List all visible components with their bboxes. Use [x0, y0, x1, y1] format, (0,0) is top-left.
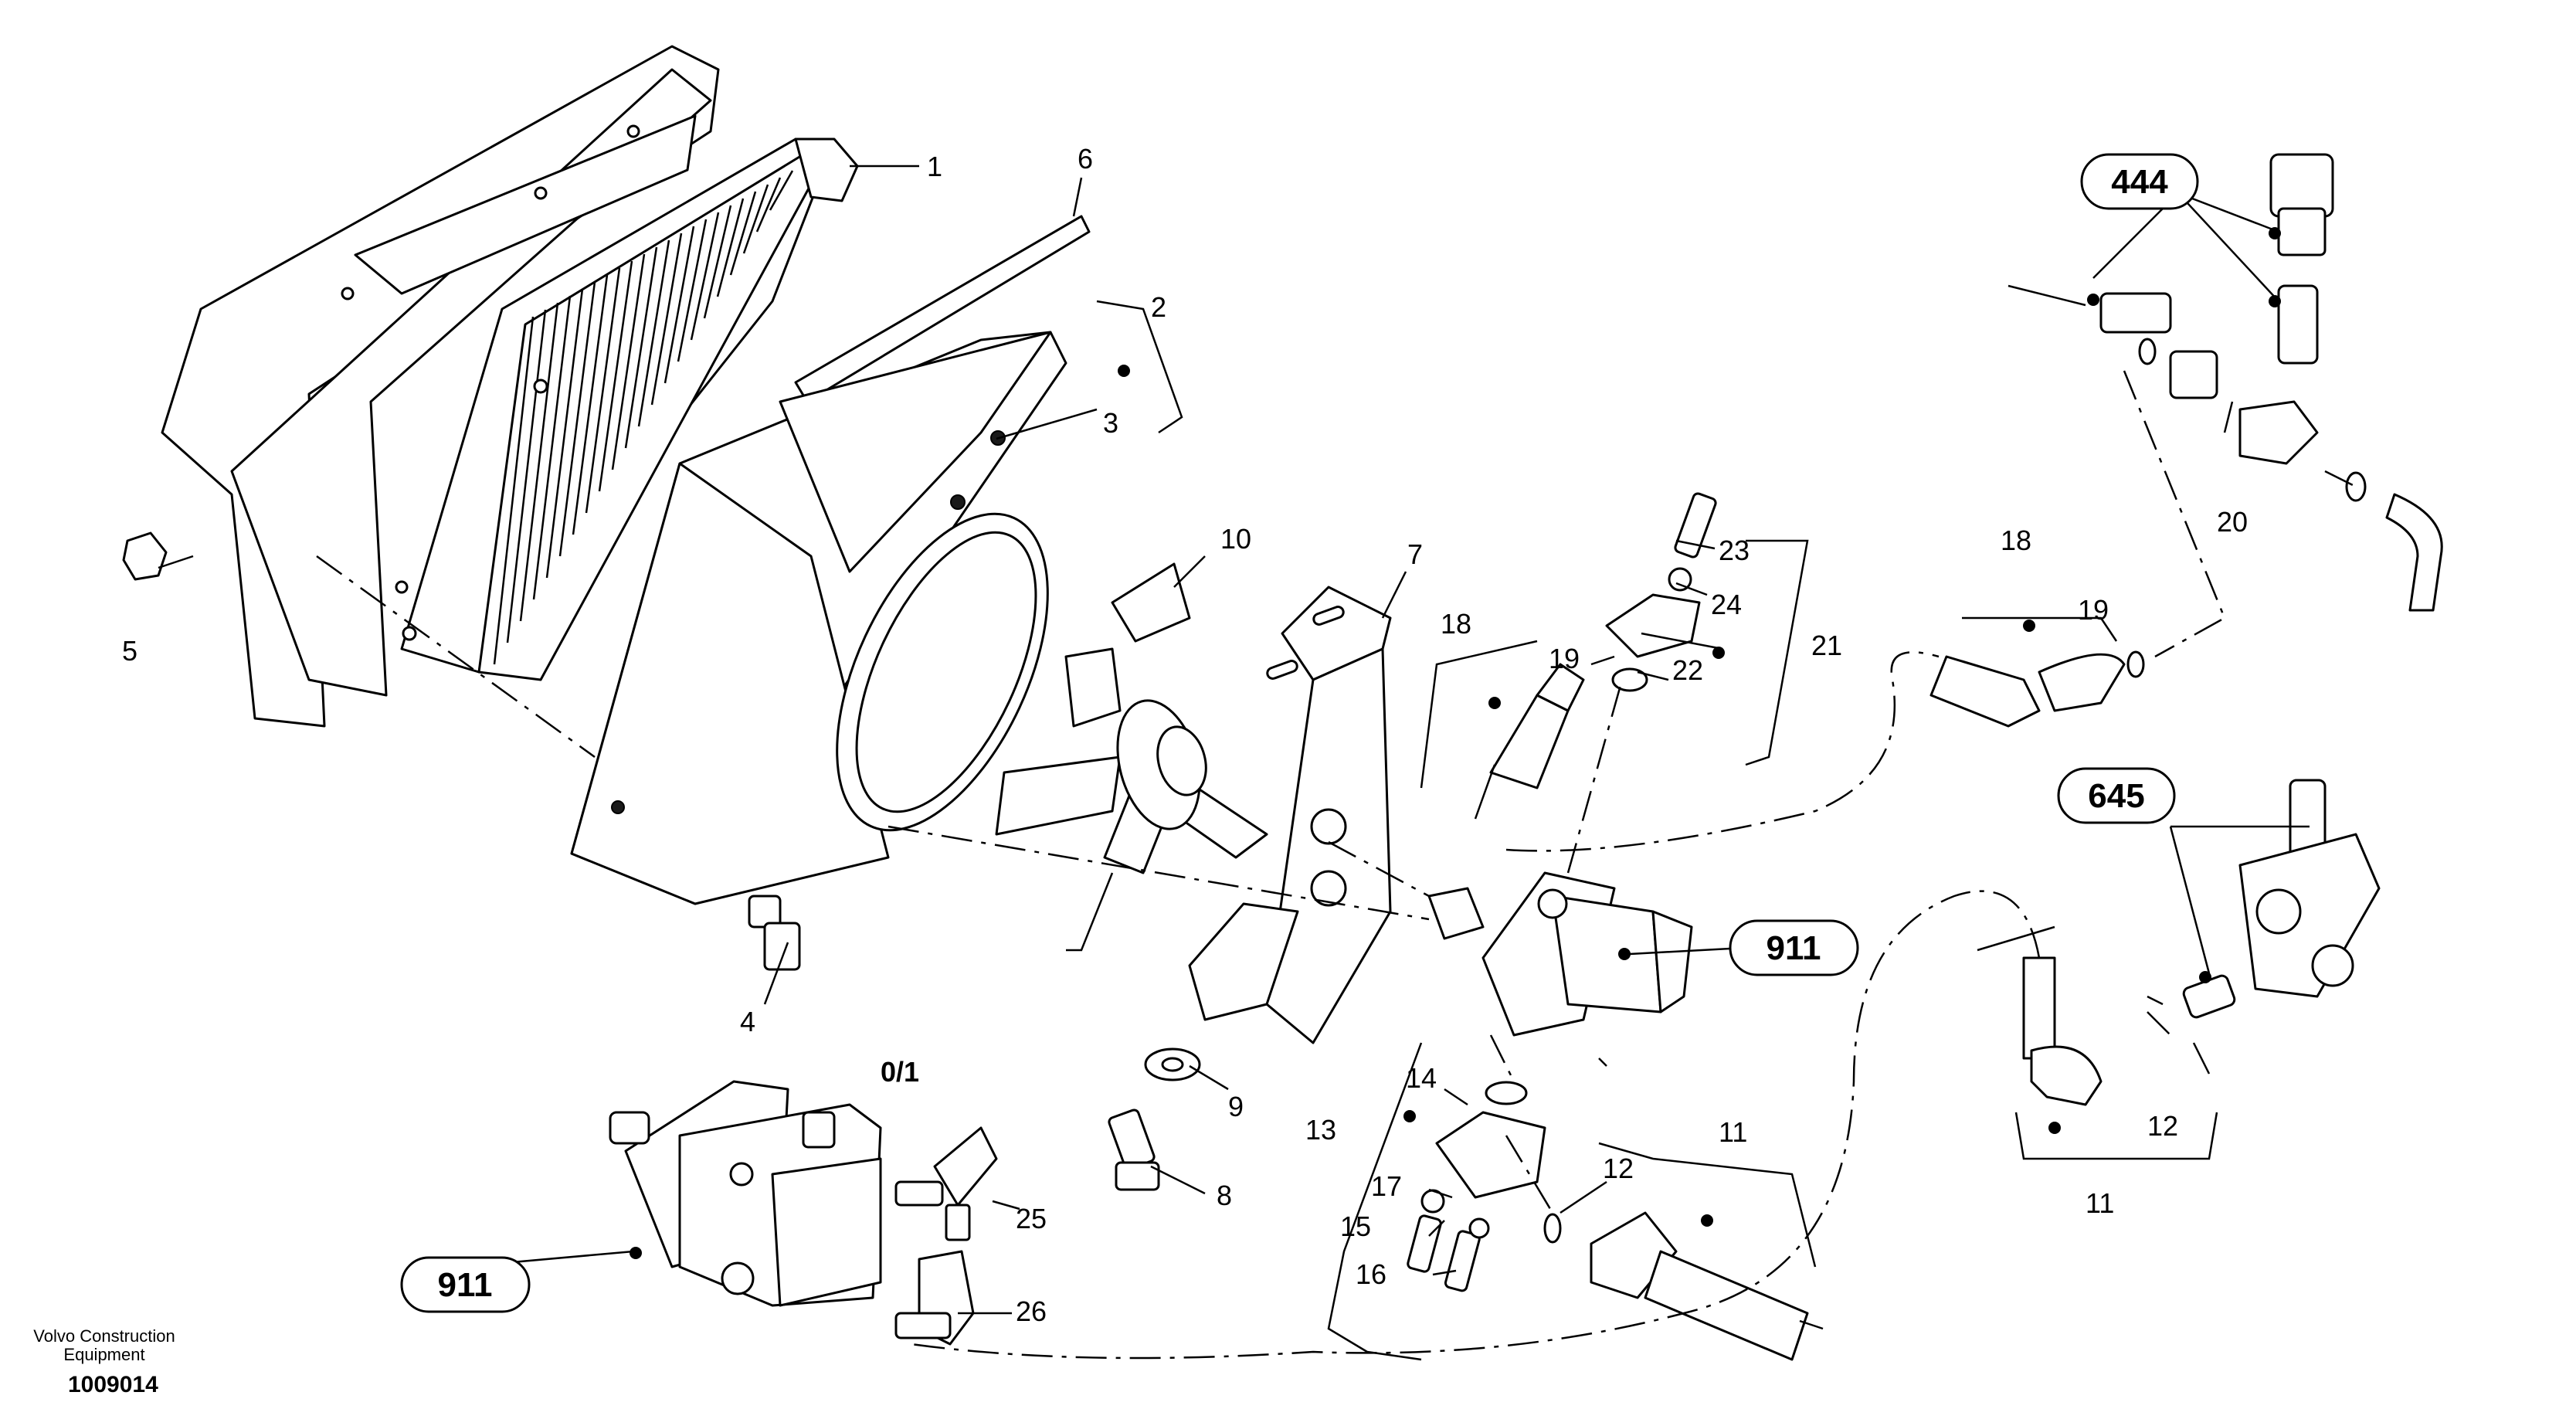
part-labels: 1 6 2 3 10 7 5 4 9 8 18 19 23 24 21 22 1… — [122, 143, 2248, 1327]
cooler-fin — [519, 302, 559, 622]
cooler-fin — [703, 205, 732, 319]
cooler-fin — [558, 281, 596, 557]
ref-645: 645 — [2057, 767, 2176, 824]
label-21: 21 — [1811, 630, 1842, 661]
fitting-group-21 — [1605, 492, 1717, 692]
cooler-fin — [572, 274, 609, 535]
leader-lines — [158, 165, 2310, 1330]
bolt-4 — [748, 895, 801, 971]
label-25: 25 — [1016, 1203, 1047, 1234]
fitting-25 — [894, 1126, 998, 1241]
fitting-group-444 — [2008, 153, 2443, 612]
label-16: 16 — [1356, 1258, 1386, 1290]
cooler-fin — [729, 191, 757, 276]
cooler-fin — [742, 184, 769, 254]
bolt-8 — [1108, 1109, 1160, 1191]
ref-911-upper: 911 — [1729, 919, 1859, 976]
label-17: 17 — [1371, 1170, 1402, 1202]
label-1: 1 — [927, 151, 942, 182]
label-12-center: 12 — [1603, 1153, 1634, 1184]
label-19-right: 19 — [2078, 594, 2109, 626]
company-line-1: Volvo Construction — [33, 1326, 175, 1346]
cooler-fin — [677, 219, 708, 362]
hydraulic-pump-lower — [609, 1080, 882, 1307]
cooler-fin — [664, 226, 695, 384]
leader-dots — [630, 227, 2281, 1259]
cooler-fin — [611, 253, 646, 470]
label-5: 5 — [122, 635, 137, 667]
label-7: 7 — [1407, 538, 1423, 570]
cooler-fin — [690, 212, 720, 341]
hose-assembly-11 — [1590, 1211, 1809, 1361]
ref-444: 444 — [2080, 153, 2199, 210]
label-2: 2 — [1151, 291, 1166, 323]
cooler-fin — [598, 260, 633, 492]
hose-assembly-18-right — [1929, 650, 2145, 728]
label-13: 13 — [1305, 1114, 1336, 1146]
cooler-fin — [506, 309, 547, 643]
label-4: 4 — [740, 1006, 755, 1037]
cooler-fin — [637, 239, 670, 427]
variant-label: 0/1 — [881, 1056, 919, 1088]
label-10: 10 — [1220, 523, 1251, 555]
label-11-right: 11 — [2086, 1187, 2114, 1219]
label-20: 20 — [2217, 506, 2248, 538]
label-8: 8 — [1217, 1180, 1232, 1211]
fitting-group-645 — [2022, 779, 2381, 1106]
fitting-26 — [894, 1250, 975, 1346]
cooler-fin — [755, 177, 782, 233]
nut-5 — [122, 531, 168, 581]
svg-text:444: 444 — [2111, 163, 2168, 201]
pump-bracket — [1188, 586, 1392, 1044]
routing-lines — [316, 370, 2357, 1360]
label-15: 15 — [1340, 1210, 1371, 1242]
label-19-left: 19 — [1549, 643, 1580, 674]
cooler-fin — [769, 170, 794, 211]
frame-housing — [161, 45, 720, 728]
company-name: Volvo Construction Equipment — [31, 1327, 178, 1364]
svg-text:645: 645 — [2088, 777, 2144, 815]
group-brackets — [1066, 300, 2218, 1361]
washer-9 — [1144, 1047, 1201, 1081]
ref-911-lower: 911 — [400, 1256, 531, 1313]
label-18-right: 18 — [2001, 525, 2031, 556]
label-11-center: 11 — [1719, 1116, 1747, 1148]
label-12-right: 12 — [2147, 1110, 2178, 1142]
label-18-left: 18 — [1441, 608, 1471, 640]
fan — [995, 562, 1268, 874]
cooler-fin — [716, 198, 745, 297]
label-3: 3 — [1103, 407, 1118, 439]
svg-text:911: 911 — [438, 1266, 493, 1304]
drawing-id: 1009014 — [68, 1372, 158, 1397]
label-26: 26 — [1016, 1295, 1047, 1327]
cooler-fin — [532, 295, 572, 600]
cooler-fin — [624, 246, 658, 449]
label-22: 22 — [1672, 654, 1703, 686]
cooler-fin — [585, 267, 621, 514]
svg-text:911: 911 — [1767, 929, 1821, 967]
cooler-fin — [545, 288, 584, 579]
label-14: 14 — [1406, 1062, 1437, 1094]
oil-cooler — [400, 138, 859, 681]
fan-shroud — [570, 331, 1067, 905]
hydraulic-pump-upper — [1427, 871, 1693, 1037]
hose-assembly-18-left — [1474, 663, 1585, 820]
label-6: 6 — [1078, 143, 1093, 175]
cooler-fin — [650, 233, 683, 406]
company-line-2: Equipment — [63, 1345, 145, 1364]
fitting-group-13 — [1407, 1081, 1562, 1292]
label-23: 23 — [1719, 535, 1750, 566]
cooler-fin — [493, 316, 535, 665]
label-24: 24 — [1711, 589, 1742, 620]
label-9: 9 — [1228, 1091, 1244, 1122]
